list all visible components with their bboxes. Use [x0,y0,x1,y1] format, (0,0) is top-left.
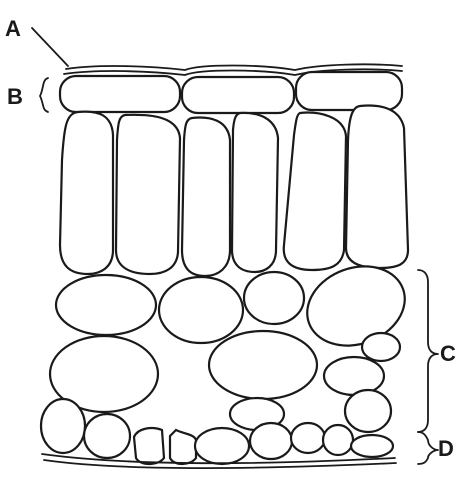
label-d: D [438,436,454,461]
bracket-c [417,269,439,433]
label-pointers [31,27,439,465]
upper-epidermis [58,70,404,115]
pointer-a-line [31,27,69,67]
lower-cuticle [41,453,397,470]
label-a: A [5,16,21,41]
lower-epidermis [39,397,395,466]
label-c: C [440,341,456,366]
label-b: B [7,84,23,109]
upper-cuticle [63,63,403,76]
brace-b [39,77,49,113]
brace-d [417,431,439,465]
spongy-layer [48,265,406,434]
palisade-layer [58,104,410,278]
